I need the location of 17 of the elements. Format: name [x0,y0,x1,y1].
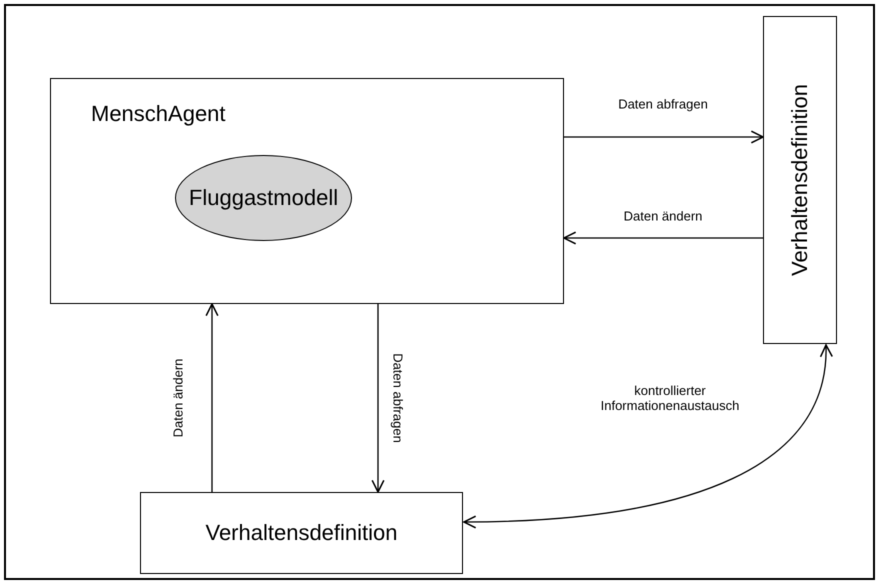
edge-label: Daten abfragen [616,96,710,112]
node-label: Verhaltensdefinition [787,84,813,276]
behavior-box [763,16,837,344]
arrow [205,303,219,492]
edge-label: Daten ändern [622,208,704,224]
node-label: Verhaltensdefinition [205,520,398,546]
edge-label: Daten abfragen [390,351,406,445]
node-label: Fluggastmodell [188,185,338,211]
edge-label: Daten ändern [170,356,186,440]
arrow [564,130,764,144]
node-label: MenschAgent [91,101,226,127]
arrow [563,231,763,245]
arrow [463,344,832,528]
agent-box [50,78,564,304]
edge-label: kontrollierter Informationenaustausch [600,383,740,413]
behavior-box [140,492,463,574]
arrow [371,304,385,493]
